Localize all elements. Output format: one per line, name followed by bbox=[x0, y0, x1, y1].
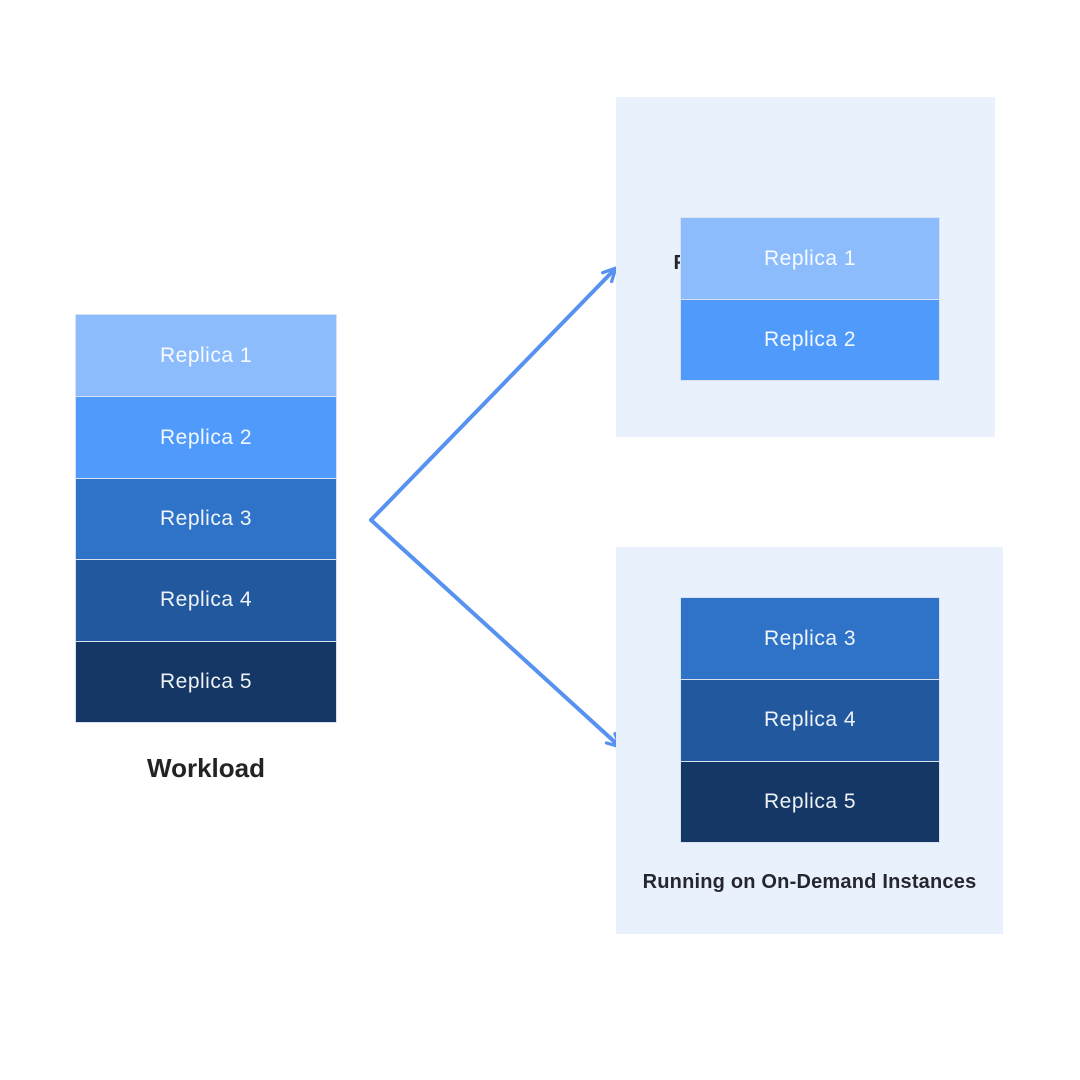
ondemand-replica-3: Replica 3 bbox=[681, 598, 939, 680]
replica-label: Replica 1 bbox=[159, 343, 253, 367]
spot-stack: Replica 1 Replica 2 bbox=[680, 217, 940, 381]
spot-replica-2: Replica 2 bbox=[681, 299, 939, 380]
workload-group: Replica 1 Replica 2 Replica 3 Replica 4 … bbox=[75, 314, 337, 784]
replica-label: Replica 3 bbox=[763, 626, 857, 650]
workload-replica-2: Replica 2 bbox=[76, 396, 336, 478]
ondemand-replica-5: Replica 5 bbox=[681, 760, 939, 842]
spot-replica-1: Replica 1 bbox=[681, 218, 939, 299]
replica-label: Replica 3 bbox=[159, 506, 253, 530]
workload-replica-3: Replica 3 bbox=[76, 477, 336, 560]
ondemand-panel: Replica 3 Replica 4 Replica 5 Running on… bbox=[616, 547, 1003, 934]
workload-replica-1: Replica 1 bbox=[76, 315, 336, 397]
replica-label: Replica 1 bbox=[763, 246, 857, 270]
ondemand-stack: Replica 3 Replica 4 Replica 5 bbox=[680, 597, 940, 843]
workload-stack: Replica 1 Replica 2 Replica 3 Replica 4 … bbox=[75, 314, 337, 723]
workload-replica-4: Replica 4 bbox=[76, 559, 336, 641]
replica-label: Replica 2 bbox=[159, 425, 253, 449]
replica-label: Replica 4 bbox=[763, 708, 857, 732]
replica-label: Replica 2 bbox=[763, 328, 857, 351]
ondemand-replica-4: Replica 4 bbox=[681, 679, 939, 761]
workload-title: Workload bbox=[147, 752, 265, 783]
replica-label: Replica 5 bbox=[763, 789, 857, 813]
spot-panel: Running on Spot Instances Replica 1 Repl… bbox=[616, 97, 995, 437]
workload-replica-5: Replica 5 bbox=[76, 640, 336, 722]
arrow-to-ondemand bbox=[369, 518, 622, 749]
replica-label: Replica 5 bbox=[159, 669, 253, 693]
arrow-to-spot bbox=[369, 266, 618, 522]
ondemand-panel-title: Running on On-Demand Instances bbox=[642, 871, 977, 893]
replica-label: Replica 4 bbox=[159, 588, 253, 612]
